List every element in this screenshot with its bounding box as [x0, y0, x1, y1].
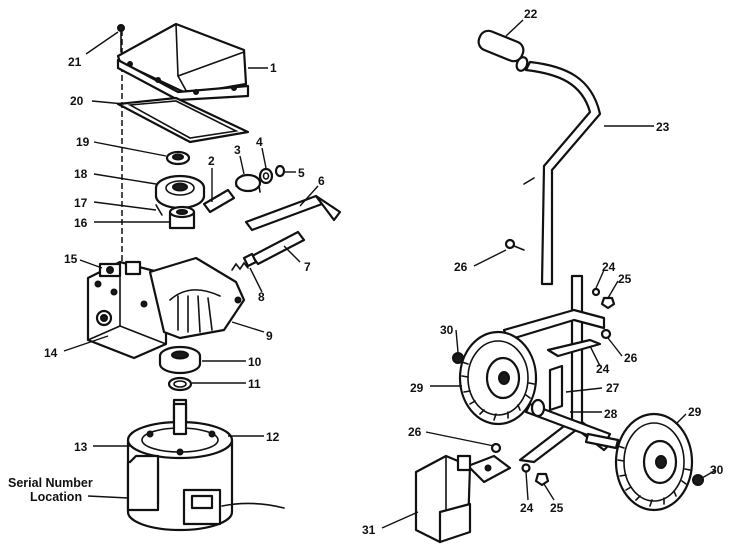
part-8-bolt — [231, 252, 258, 271]
part-5-ring — [274, 164, 286, 178]
callout-16: 16 — [74, 216, 88, 230]
part-31-bracket — [414, 454, 512, 544]
part-10-bearing — [158, 345, 202, 375]
callout-20: 20 — [70, 94, 84, 108]
serial-number-label: Serial Number — [8, 476, 93, 490]
part-20-gasket — [116, 96, 250, 144]
callout-14: 14 — [44, 346, 58, 360]
part-25-nut-upper — [600, 296, 616, 310]
callout-15: 15 — [64, 252, 78, 266]
part-29-wheel-left — [458, 330, 538, 426]
callout-24-mid: 24 — [596, 362, 610, 376]
callout-10: 10 — [248, 355, 262, 369]
callout-29-left: 29 — [410, 381, 424, 395]
part-14-pump-housing — [86, 260, 168, 360]
part-25-nut-lower — [534, 472, 550, 487]
part-19-seal — [165, 150, 191, 166]
callout-3: 3 — [234, 143, 241, 157]
part-3-spring — [234, 173, 262, 193]
part-21-screw — [117, 24, 125, 53]
callout-25-lower: 25 — [550, 501, 564, 515]
part-16-bushing — [168, 205, 196, 230]
callout-labels: 1 2 3 4 5 6 7 8 9 10 11 12 13 14 15 16 1… — [8, 7, 724, 537]
callout-24-upper: 24 — [602, 260, 616, 274]
callout-18: 18 — [74, 167, 88, 181]
axle-stub-right — [584, 432, 620, 450]
callout-24-lower: 24 — [520, 501, 534, 515]
callout-7: 7 — [304, 260, 311, 274]
callout-31: 31 — [362, 523, 376, 537]
part-2-shaft — [202, 188, 236, 214]
part-11-ring — [167, 376, 193, 392]
callout-1: 1 — [270, 61, 277, 75]
part-24-washer-upper — [591, 287, 601, 297]
callout-4: 4 — [256, 135, 263, 149]
part-23-handle — [523, 60, 602, 286]
callout-19: 19 — [76, 135, 90, 149]
part-29-wheel-right — [614, 412, 694, 512]
callout-26-upper: 26 — [454, 260, 468, 274]
serial-location-label: Location — [30, 490, 82, 504]
callout-27: 27 — [606, 381, 620, 395]
callout-11: 11 — [248, 377, 261, 391]
callout-26-mid: 26 — [624, 351, 638, 365]
callout-2: 2 — [208, 154, 215, 168]
callout-25-upper: 25 — [618, 272, 632, 286]
part-13-junction-box — [126, 454, 160, 512]
callout-21: 21 — [68, 55, 82, 69]
part-24-washer-lower — [521, 463, 531, 473]
callout-26-lower: 26 — [408, 425, 422, 439]
motor-switch-box — [182, 488, 222, 526]
part-30-cap-right — [692, 474, 704, 486]
callout-8: 8 — [258, 290, 265, 304]
callout-13: 13 — [74, 440, 88, 454]
part-4-ring — [258, 167, 274, 185]
part-26-pin-mid — [600, 328, 612, 340]
callout-29-right: 29 — [688, 405, 702, 419]
leader-lines — [63, 19, 717, 529]
part-18-bearing — [154, 174, 206, 210]
part-22-grip — [477, 29, 529, 72]
callout-28: 28 — [604, 407, 618, 421]
callout-17: 17 — [74, 196, 88, 210]
part-15-fitting — [98, 260, 142, 278]
callout-22: 22 — [524, 7, 538, 21]
part-7-rod — [250, 230, 306, 266]
part-6-hex-key — [244, 194, 342, 232]
part-9-pump-body — [148, 256, 246, 340]
callout-5: 5 — [298, 166, 305, 180]
part-17-pin — [155, 204, 163, 216]
part-26-pin-upper — [504, 238, 525, 251]
callout-12: 12 — [266, 430, 280, 444]
callout-6: 6 — [318, 174, 325, 188]
part-1-cover — [116, 22, 250, 102]
callout-30-right: 30 — [710, 463, 724, 477]
power-cord — [221, 502, 285, 509]
part-30-cap-left — [452, 352, 464, 364]
callout-23: 23 — [656, 120, 670, 134]
callout-30-left: 30 — [440, 323, 454, 337]
callout-9: 9 — [266, 329, 273, 343]
